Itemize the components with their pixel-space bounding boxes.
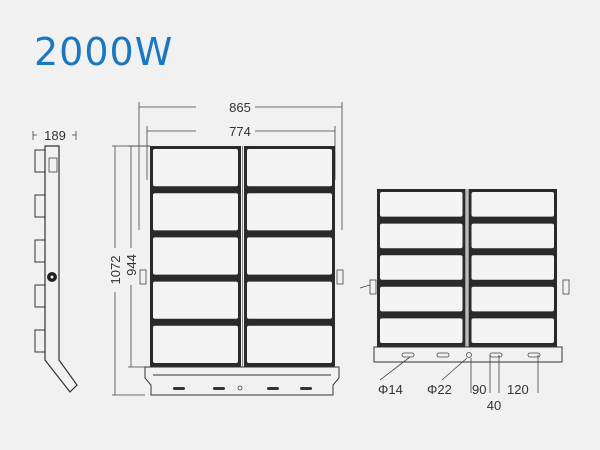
side-heatsink-tab (34, 149, 45, 173)
led-lens-cell (153, 193, 238, 231)
body-width-dimension: 774 (229, 124, 251, 139)
led-lens-cell (153, 149, 238, 187)
mounting-slot (527, 352, 541, 358)
led-lens-cell (247, 325, 332, 363)
led-lens-cell (153, 237, 238, 275)
depth-dimension: 189 (44, 128, 66, 143)
side-view: 189 (32, 128, 78, 393)
side-heatsink-tab (34, 329, 45, 353)
led-lens-cell (153, 325, 238, 363)
mounting-slot (489, 352, 503, 358)
side-heatsink-tab (34, 284, 45, 308)
led-lens-cell (380, 255, 463, 280)
side-heatsink-tab (34, 239, 45, 263)
mounting-slot (401, 352, 415, 358)
large-hole-diameter-label: Φ22 (427, 382, 452, 397)
led-lens-cell (247, 237, 332, 275)
mounting-slot (213, 387, 225, 390)
led-lens-cell (471, 255, 554, 280)
dimension-90-label: 90 (472, 382, 486, 397)
led-lens-cell (471, 192, 554, 217)
led-lens-cell (247, 281, 332, 319)
product-title: 2000W (34, 30, 174, 74)
mounting-slot (173, 387, 185, 390)
led-lens-cell (471, 286, 554, 312)
front-view: 865 774 1072 944 (108, 100, 344, 396)
led-lens-cell (380, 318, 463, 343)
body-height-dimension: 944 (124, 254, 139, 276)
back-view: Φ14 Φ22 90 40 120 (359, 189, 570, 413)
dimension-40-label: 40 (487, 398, 501, 413)
led-lens-cell (380, 286, 463, 312)
led-lens-cell (380, 223, 463, 249)
dimension-120-label: 120 (507, 382, 529, 397)
mounting-slot (436, 352, 450, 358)
overall-height-dimension: 1072 (108, 256, 123, 285)
led-lens-cell (153, 281, 238, 319)
led-lens-cell (380, 192, 463, 217)
side-heatsink-tab (34, 194, 45, 218)
overall-width-dimension: 865 (229, 100, 251, 115)
led-lens-cell (247, 193, 332, 231)
led-lens-cell (471, 223, 554, 249)
led-lens-cell (247, 149, 332, 187)
mounting-slot (267, 387, 279, 390)
mounting-slot (300, 387, 312, 390)
mounting-hole (237, 385, 243, 391)
small-hole-diameter-label: Φ14 (378, 382, 403, 397)
led-lens-cell (471, 318, 554, 343)
